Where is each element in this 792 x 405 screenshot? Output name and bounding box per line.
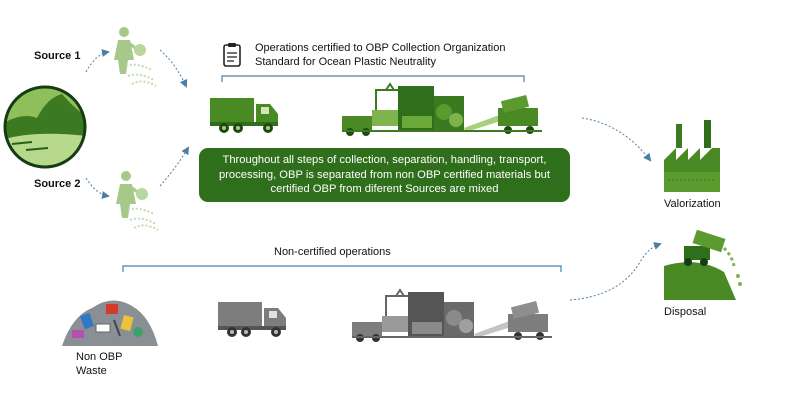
person-collecting-icon — [114, 27, 157, 87]
certified-ops-title-line2: Standard for Ocean Plastic Neutrality — [255, 56, 436, 68]
disposal-label: Disposal — [664, 306, 707, 318]
dump-truck-icon — [664, 229, 742, 300]
source-1-label: Source 1 — [34, 50, 81, 62]
processing-plant-icon — [352, 288, 552, 342]
waste-pile-icon — [62, 300, 158, 346]
earth-ocean-icon — [3, 85, 87, 169]
certified-description-box: Throughout all steps of collection, sepa… — [199, 148, 570, 202]
non-obp-waste-label-line2: Waste — [76, 365, 107, 377]
source-2-label: Source 2 — [34, 178, 81, 190]
valorization-label: Valorization — [664, 198, 721, 210]
processing-plant-icon — [342, 82, 542, 136]
factory-icon — [664, 120, 720, 192]
noncertified-title: Non-certified operations — [274, 246, 391, 258]
truck-icon — [210, 98, 278, 133]
clipboard-icon — [223, 43, 241, 67]
certified-description-text: Throughout all steps of collection, sepa… — [218, 154, 551, 196]
non-obp-waste-label-line1: Non OBP — [76, 351, 123, 363]
person-collecting-icon — [116, 171, 159, 231]
truck-icon — [218, 302, 286, 337]
certified-ops-title-line1: Operations certified to OBP Collection O… — [255, 42, 506, 54]
